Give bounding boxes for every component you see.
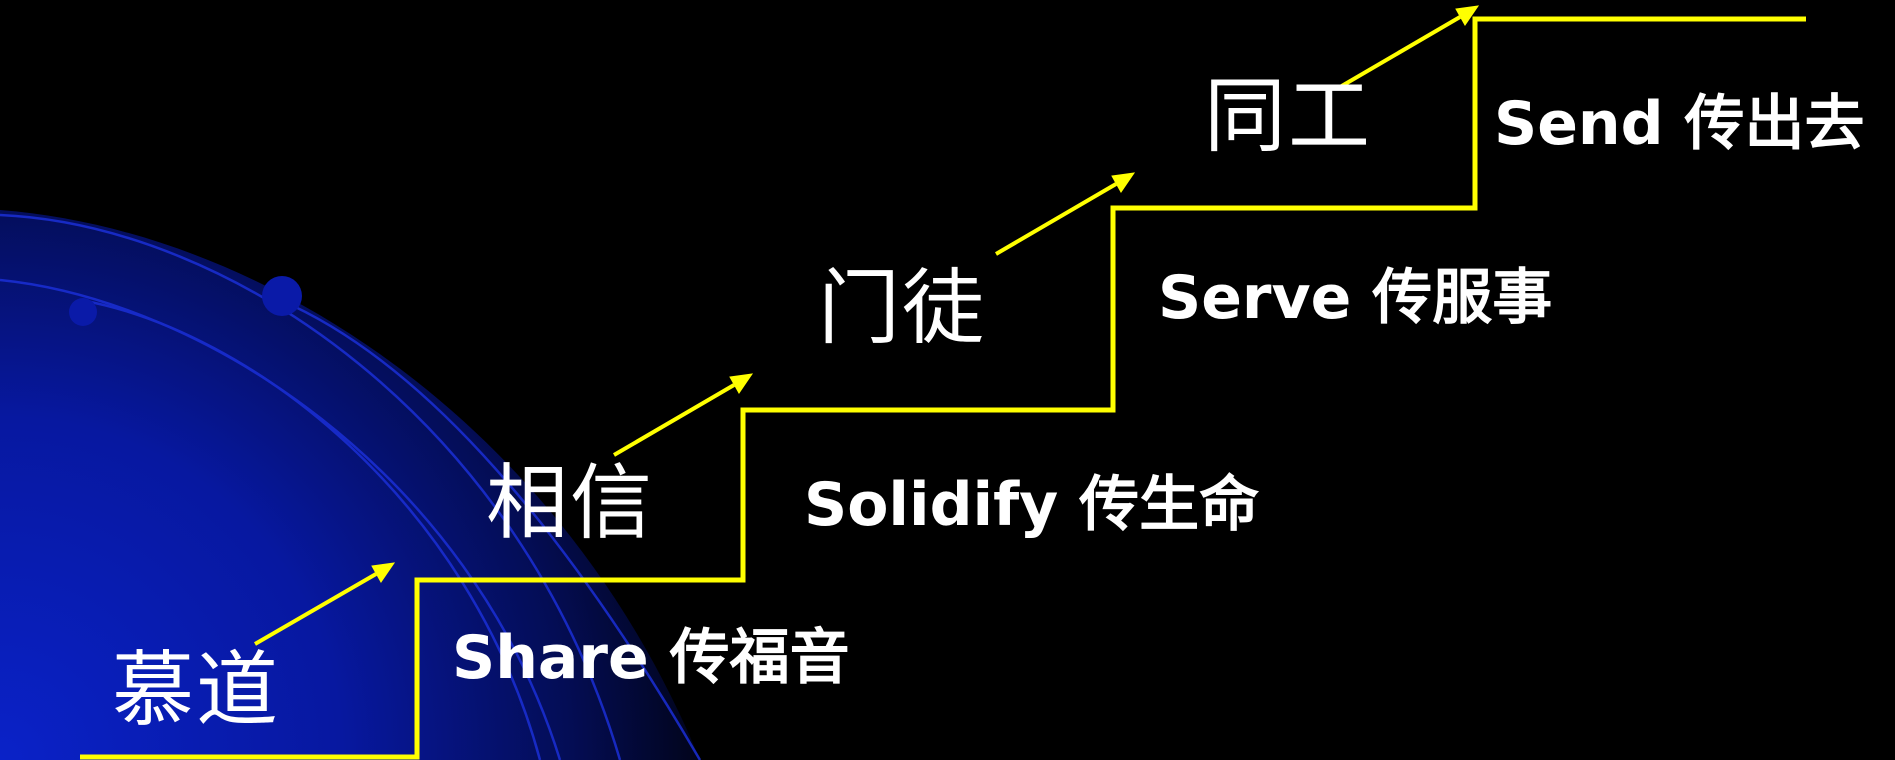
- decorative-arc: [79, 298, 542, 760]
- arrow-icon: [612, 373, 754, 457]
- step-label-serve: Serve 传服事: [1158, 263, 1553, 333]
- stage-label-disciple: 门徒: [818, 261, 987, 356]
- step-label-send: Send 传出去: [1494, 89, 1865, 159]
- decorative-dot-left: [69, 298, 97, 326]
- step-label-solidify: Solidify 传生命: [804, 470, 1260, 540]
- arrow-icon: [253, 562, 396, 646]
- arrow-icon: [1338, 5, 1480, 89]
- decorative-dot-right: [262, 276, 302, 316]
- decorative-arcs: [0, 213, 702, 760]
- blue-glow-background: [0, 210, 700, 760]
- staircase-line: [80, 16, 1806, 760]
- step-label-share: Share 传福音: [452, 623, 850, 693]
- decorative-arc: [0, 278, 562, 760]
- stage-label-seeker: 慕道: [112, 643, 281, 738]
- decorative-arc: [279, 298, 702, 760]
- progress-arrows: [253, 5, 1480, 646]
- stage-label-believer: 相信: [486, 456, 655, 551]
- stage-label-coworker: 同工: [1204, 69, 1373, 164]
- arrow-icon: [994, 172, 1136, 256]
- decorative-arc: [0, 213, 622, 760]
